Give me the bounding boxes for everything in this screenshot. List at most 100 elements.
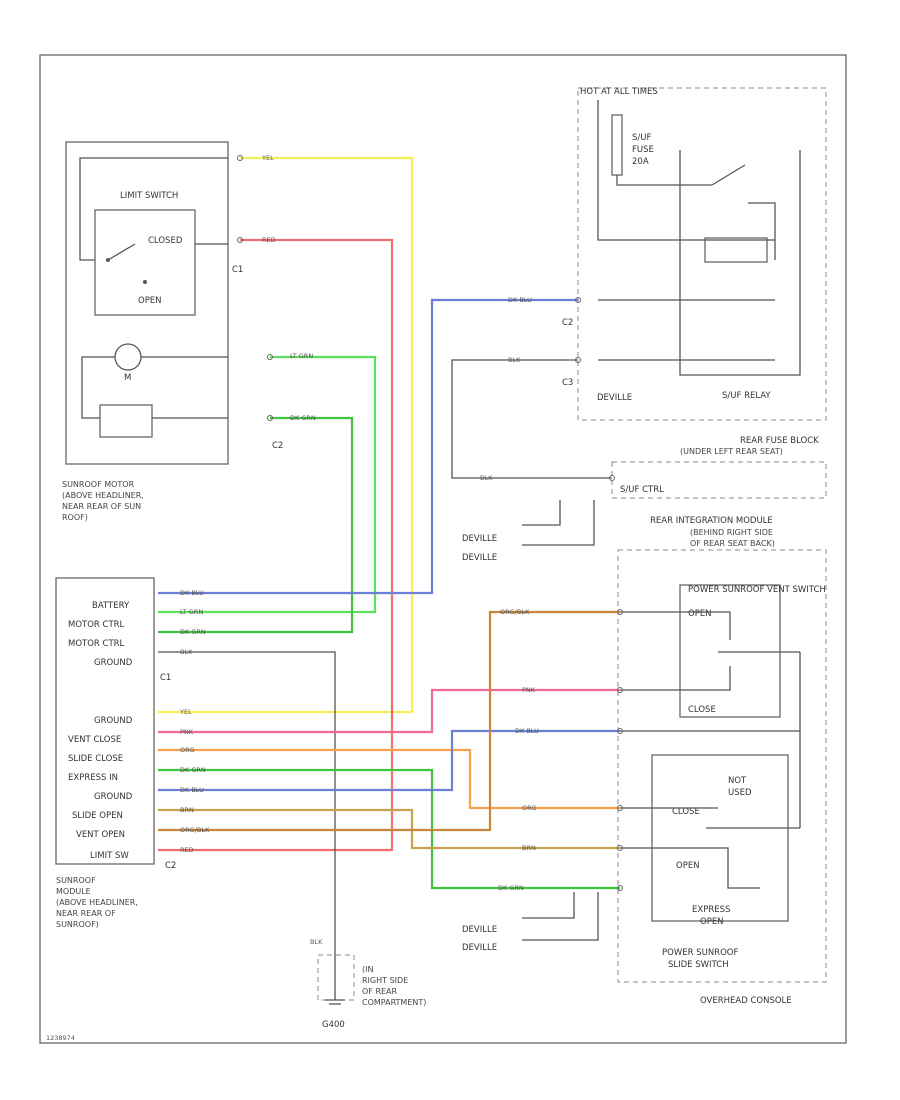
rear-fuse-block-location: (UNDER LEFT REAR SEAT) bbox=[680, 447, 783, 456]
relay-label: S/UF RELAY bbox=[722, 391, 771, 401]
wire-label-pnk-2: PNK bbox=[522, 686, 536, 694]
wire-dark-blue-2 bbox=[158, 729, 620, 792]
wire-dark-green bbox=[158, 416, 354, 634]
rim-location-1: OF REAR SEAT BACK) bbox=[690, 539, 775, 548]
rear-fuse-block: HOT AT ALL TIMES S/UF FUSE 20A S/UF RELA… bbox=[562, 87, 827, 456]
vent-open-label: OPEN bbox=[688, 609, 712, 619]
diagram-frame bbox=[39, 54, 847, 1044]
overhead-console: POWER SUNROOF VENT SWITCH OPEN CLOSE NOT… bbox=[617, 549, 827, 1006]
open-label: OPEN bbox=[138, 296, 162, 306]
wire-label-brn-2: BRN bbox=[522, 844, 536, 852]
not-used-0: NOT bbox=[728, 776, 747, 786]
hot-at-all-times-label: HOT AT ALL TIMES bbox=[580, 87, 658, 97]
fuse-c2-label: C2 bbox=[562, 318, 573, 328]
wire-label-dk-blu-top: DK BLU bbox=[508, 296, 532, 304]
fuse-c3-label: C3 bbox=[562, 378, 573, 388]
wire-label-blk-ground: BLK bbox=[310, 938, 323, 946]
module-pin-ground-2: GROUND bbox=[94, 716, 133, 726]
wire-black-fuse bbox=[451, 359, 612, 479]
wire-label-org-2: ORG bbox=[522, 804, 537, 812]
wire-label-dk-grn-1: DK GRN bbox=[180, 628, 206, 636]
footer-code: 1238974 bbox=[46, 1034, 75, 1042]
wire-label-org-blk-2: ORG/BLK bbox=[500, 608, 530, 616]
overhead-console-name: OVERHEAD CONSOLE bbox=[700, 996, 792, 1006]
wire-label-red-1: RED bbox=[180, 846, 194, 854]
module-c1-label: C1 bbox=[160, 673, 171, 683]
closed-label: CLOSED bbox=[148, 236, 183, 246]
deville-fuse-label: DEVILLE bbox=[597, 393, 632, 403]
module-location-3: NEAR REAR OF bbox=[56, 909, 116, 918]
wire-label-pnk-1: PNK bbox=[180, 728, 194, 736]
wire-label-lt-grn-1: LT GRN bbox=[180, 608, 203, 616]
module-pin-battery: BATTERY bbox=[92, 601, 130, 611]
slide-switch-label-0: POWER SUNROOF bbox=[662, 948, 738, 958]
slide-switch-label-1: SLIDE SWITCH bbox=[668, 960, 729, 970]
wire-label-dk-blu-2: DK BLU bbox=[180, 786, 204, 794]
motor-location-3: ROOF) bbox=[62, 513, 88, 522]
ground-location-3: COMPARTMENT) bbox=[362, 998, 426, 1007]
module-pin-motor-ctrl-1: MOTOR CTRL bbox=[68, 620, 125, 630]
module-pin-motor-ctrl-2: MOTOR CTRL bbox=[68, 639, 125, 649]
rim-location-0: (BEHIND RIGHT SIDE bbox=[690, 528, 773, 537]
sunroof-module: BATTERY MOTOR CTRL MOTOR CTRL GROUND C1 … bbox=[55, 577, 176, 929]
wire-orange bbox=[158, 748, 620, 810]
module-pin-ground-3: GROUND bbox=[94, 792, 133, 802]
motor-location-1: (ABOVE HEADLINER, bbox=[62, 491, 144, 500]
wire-blue-battery bbox=[158, 298, 578, 595]
deville-label-1: DEVILLE bbox=[462, 534, 497, 544]
ground-location-0: (IN bbox=[362, 965, 373, 974]
rim-name: REAR INTEGRATION MODULE bbox=[650, 516, 773, 526]
motor-c1-label: C1 bbox=[232, 265, 243, 275]
express-label-1: OPEN bbox=[700, 917, 724, 927]
ground-g400: (IN RIGHT SIDE OF REAR COMPARTMENT) G400 bbox=[317, 950, 426, 1030]
module-pin-ground-1: GROUND bbox=[94, 658, 133, 668]
wire-label-blk-top: BLK bbox=[508, 356, 521, 364]
wire-label-blk-bottom: BLK bbox=[480, 474, 493, 482]
rear-fuse-block-name: REAR FUSE BLOCK bbox=[740, 436, 819, 446]
module-location-2: (ABOVE HEADLINER, bbox=[56, 898, 138, 907]
vent-switch-label: POWER SUNROOF VENT SWITCH bbox=[688, 585, 826, 595]
motor-symbol: M bbox=[124, 373, 131, 383]
slide-close-label: CLOSE bbox=[672, 807, 700, 817]
connector-pins bbox=[237, 155, 623, 891]
wire-light-green bbox=[158, 355, 377, 614]
deville-label-3: DEVILLE bbox=[462, 925, 497, 935]
wire-orange-black bbox=[158, 610, 620, 832]
module-pin-slide-open: SLIDE OPEN bbox=[72, 811, 123, 821]
module-c2-label: C2 bbox=[165, 861, 176, 871]
module-pin-vent-close: VENT CLOSE bbox=[68, 735, 121, 745]
ground-id: G400 bbox=[322, 1020, 345, 1030]
ground-location-2: OF REAR bbox=[362, 987, 398, 996]
wire-label-org-1: ORG bbox=[180, 746, 195, 754]
module-location-1: MODULE bbox=[56, 887, 91, 896]
wire-label-dk-grn-3: DK GRN bbox=[498, 884, 524, 892]
wire-black-ground bbox=[158, 651, 336, 950]
wire-yellow bbox=[158, 156, 414, 714]
module-pin-limit-sw: LIMIT SW bbox=[90, 851, 129, 861]
sunroof-motor: LIMIT SWITCH CLOSED OPEN M C1 C2 SUNROOF… bbox=[62, 141, 283, 522]
express-label-0: EXPRESS bbox=[692, 905, 730, 915]
motor-location-0: SUNROOF MOTOR bbox=[62, 480, 135, 489]
module-pin-vent-open: VENT OPEN bbox=[76, 830, 125, 840]
not-used-1: USED bbox=[728, 788, 752, 798]
wire-label-dk-blu-3: DK BLU bbox=[515, 727, 539, 735]
wire-label-dk-grn: DK GRN bbox=[290, 414, 316, 422]
wire-red bbox=[158, 238, 394, 852]
wire-label-red: RED bbox=[262, 236, 276, 244]
wire-label-brn-1: BRN bbox=[180, 806, 194, 814]
module-pin-express-in: EXPRESS IN bbox=[68, 773, 118, 783]
module-location-0: SUNROOF bbox=[56, 876, 96, 885]
wire-label-org-blk-1: ORG/BLK bbox=[180, 826, 210, 834]
fuse-label-1: FUSE bbox=[632, 145, 654, 155]
wire-label-yel: YEL bbox=[261, 154, 274, 162]
fuse-label-0: S/UF bbox=[632, 133, 651, 143]
fuse-icon bbox=[611, 114, 623, 176]
deville-branches: DEVILLE DEVILLE DEVILLE DEVILLE bbox=[462, 500, 599, 953]
motor-location-2: NEAR REAR OF SUN bbox=[62, 502, 141, 511]
module-pin-slide-close: SLIDE CLOSE bbox=[68, 754, 123, 764]
wire-label-blk-1: BLK bbox=[180, 648, 193, 656]
motor-c2-label: C2 bbox=[272, 441, 283, 451]
motor-icon bbox=[114, 343, 142, 371]
fuse-label-2: 20A bbox=[632, 157, 649, 167]
